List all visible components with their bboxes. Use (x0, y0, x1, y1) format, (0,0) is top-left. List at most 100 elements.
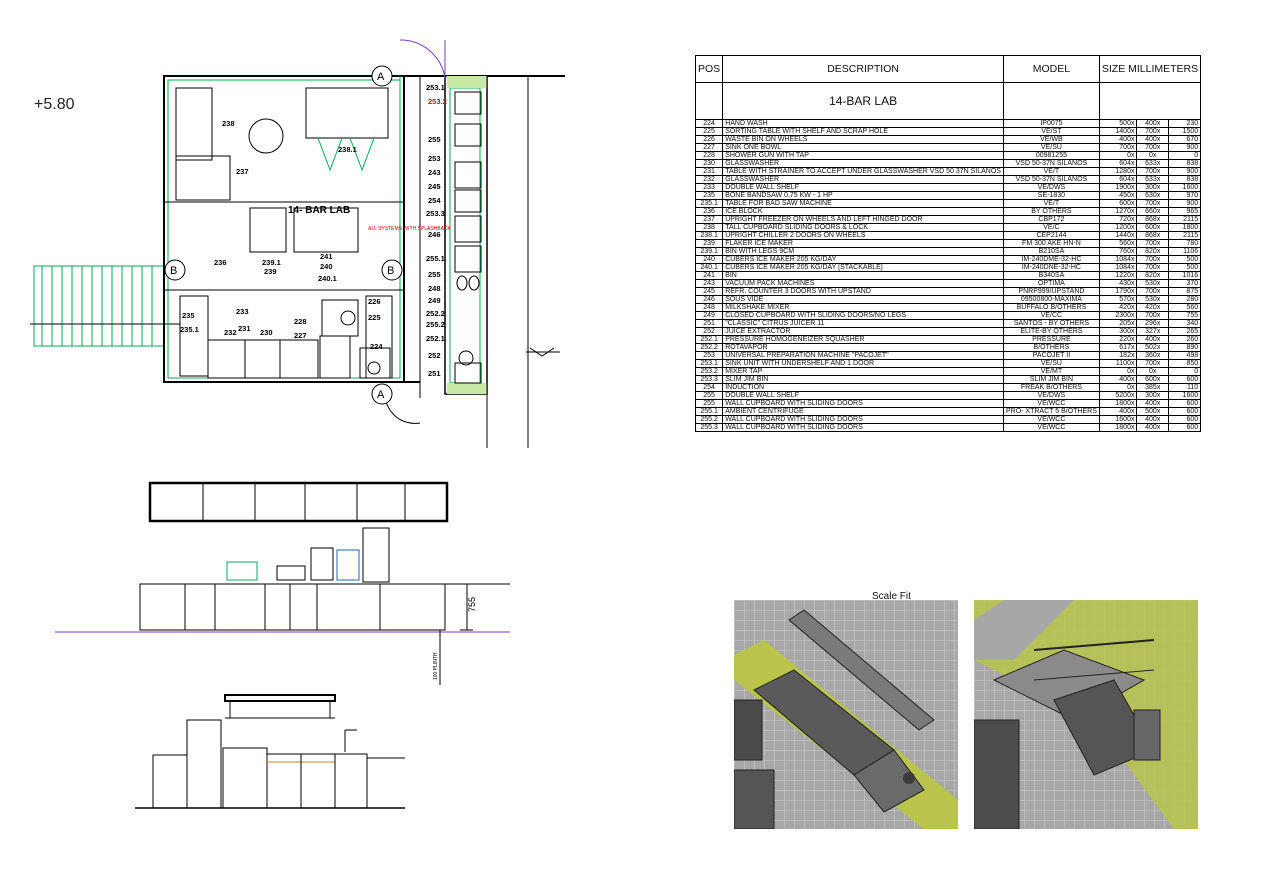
pos-cell: 251 (694, 319, 724, 328)
width-cell: 1900x (1098, 183, 1138, 192)
description-cell: WASTE BIN ON WHEELS (722, 135, 1004, 144)
width-cell: 1220x (1098, 271, 1138, 280)
plinth-note: 100 PLINTH (433, 652, 439, 680)
model-cell: BY OTHERS (1002, 207, 1100, 216)
pos-cell: 252.2 (694, 343, 724, 352)
width-cell: 1400x (1098, 127, 1138, 136)
depth-cell: 820x (1136, 247, 1169, 256)
tag: 252.2 (426, 309, 445, 318)
description-cell: INDUCTION (722, 383, 1004, 392)
depth-cell: 700x (1136, 199, 1169, 208)
model-cell: PRO- XTRACT 5 B/OTHERS (1002, 407, 1100, 416)
model-cell: SLIM JIM BIN (1002, 375, 1100, 384)
pos-cell: 239.1 (694, 247, 724, 256)
level-label: +5.80 (34, 96, 75, 113)
pos-cell: 226 (694, 135, 724, 144)
pos-cell: 255.2 (694, 415, 724, 424)
description-cell: UPRIGHT CHILLER 2 DOORS ON WHEELS (722, 231, 1004, 240)
depth-cell: 400x (1136, 335, 1169, 344)
pos-cell: 232 (694, 175, 724, 184)
model-cell: 09500800-MAXIMA (1002, 295, 1100, 304)
pos-cell: 231 (694, 167, 724, 176)
height-cell: 890 (1167, 343, 1202, 352)
pos-cell: 253.2 (694, 367, 724, 376)
depth-cell: 400x (1136, 415, 1169, 424)
tag: 238 (222, 119, 235, 128)
pos-cell: 228 (694, 151, 724, 160)
height-cell: 670 (1167, 135, 1202, 144)
depth-cell: 700x (1136, 127, 1169, 136)
description-cell: GLASSWASHER (722, 175, 1004, 184)
model-cell: SANTOS - BY OTHERS (1002, 319, 1100, 328)
description-cell: SINK UNIT WITH UNDERSHELF AND 1 DOOR (722, 359, 1004, 368)
elevation-side[interactable] (135, 690, 410, 815)
tag: 251 (428, 369, 441, 378)
tag: 224 (370, 342, 383, 351)
height-cell: 2115 (1167, 231, 1202, 240)
model-cell: VE/ST (1002, 127, 1100, 136)
width-cell: 400x (1098, 375, 1138, 384)
render-view-left[interactable] (734, 600, 958, 829)
equipment (175, 87, 482, 384)
elevation-dimension: 755 (467, 597, 477, 612)
tag: 254 (428, 196, 441, 205)
description-cell: JUICE EXTRACTOR (722, 327, 1004, 336)
render-right-image (974, 600, 1198, 829)
room-walls (163, 75, 565, 448)
tag: 227 (294, 331, 307, 340)
header-model: MODEL (1002, 55, 1100, 83)
height-cell: 755 (1167, 311, 1202, 320)
width-cell: 1200x (1098, 223, 1138, 232)
height-cell: 1600 (1167, 391, 1202, 400)
height-cell: 500 (1167, 255, 1202, 264)
header-size: SIZE MILLIMETERS (1098, 55, 1202, 83)
description-cell: SINK ONE BOWL (722, 143, 1004, 152)
tag: 253 (428, 154, 441, 163)
width-cell: 450x (1098, 191, 1138, 200)
depth-cell: 296x (1136, 319, 1169, 328)
height-cell: 900 (1167, 143, 1202, 152)
pos-cell: 253 (694, 351, 724, 360)
model-cell: VE/MT (1002, 367, 1100, 376)
pos-cell: 245 (694, 287, 724, 296)
height-cell: 600 (1167, 423, 1202, 432)
model-cell: ELITE-BY OTHERS (1002, 327, 1100, 336)
model-cell: VE/WCC (1002, 423, 1100, 432)
description-cell: AMBIENT CENTRIFUGE (722, 407, 1004, 416)
width-cell: 1084x (1098, 263, 1138, 272)
pos-cell: 253.1 (694, 359, 724, 368)
model-cell: BUFFALO B/OTHERS (1002, 303, 1100, 312)
counter-run (55, 527, 510, 685)
width-cell: 604x (1098, 159, 1138, 168)
model-cell: 00981255 (1002, 151, 1100, 160)
floor-plan[interactable]: A A B B 14- BAR LAB ALL SYSTEMS WITH SPL… (30, 38, 565, 448)
description-cell: TABLE WITH STRAINER TO ACCEPT UNDER GLAS… (722, 167, 1004, 176)
height-cell: 600 (1167, 415, 1202, 424)
tag: 235 (182, 311, 195, 320)
tag: 249 (428, 296, 441, 305)
height-cell: 838 (1167, 159, 1202, 168)
render-view-right[interactable] (974, 600, 1198, 829)
depth-cell: 700x (1136, 263, 1169, 272)
depth-cell: 360x (1136, 351, 1169, 360)
height-cell: 230 (1167, 119, 1202, 128)
model-cell: VSD 50-37N SILANOS (1002, 175, 1100, 184)
depth-cell: 600x (1136, 375, 1169, 384)
depth-cell: 420x (1136, 303, 1169, 312)
elevation-front[interactable]: 755 100 PLINTH (55, 480, 515, 690)
pos-cell: 255.3 (694, 423, 724, 432)
model-cell: VE/CC (1002, 311, 1100, 320)
